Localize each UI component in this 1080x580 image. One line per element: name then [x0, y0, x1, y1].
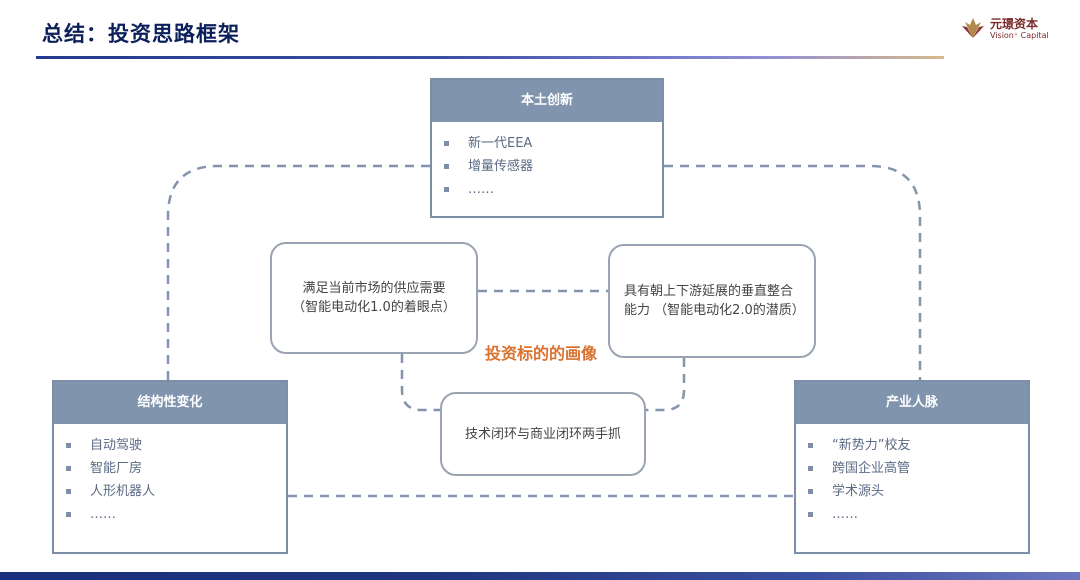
logo-name-en: Vision⁺ Capital	[990, 31, 1049, 40]
list-item: 跨国企业高管	[806, 457, 1028, 480]
list-item: 学术源头	[806, 480, 1028, 503]
bullet-icon	[66, 489, 71, 494]
portrait-current-supply: 满足当前市场的供应需要（智能电动化1.0的着眼点）	[270, 242, 478, 354]
title-underline	[36, 56, 944, 59]
connector-top-left	[166, 164, 430, 380]
box-title: 产业人脉	[796, 382, 1028, 424]
box-title: 结构性变化	[54, 382, 286, 424]
list-item: 人形机器人	[64, 480, 286, 503]
list-item: 新一代EEA	[442, 132, 662, 155]
logo: 元璟资本 Vision⁺ Capital	[960, 14, 1060, 44]
item-list: 自动驾驶 智能厂房 人形机器人 ……	[54, 424, 286, 526]
connector-inner-left	[400, 354, 440, 412]
list-item: ……	[442, 178, 662, 201]
box-title: 本土创新	[432, 80, 662, 122]
bullet-icon	[66, 512, 71, 517]
bullet-icon	[66, 466, 71, 471]
list-item: ……	[806, 503, 1028, 526]
box-industry-network: 产业人脉 “新势力”校友 跨国企业高管 学术源头 ……	[794, 380, 1030, 554]
list-item: 智能厂房	[64, 457, 286, 480]
portrait-dual-loop: 技术闭环与商业闭环两手抓	[440, 392, 646, 476]
list-item: ……	[64, 503, 286, 526]
bullet-icon	[66, 443, 71, 448]
bullet-icon	[444, 187, 449, 192]
portrait-vertical-integration: 具有朝上下游延展的垂直整合能力 （智能电动化2.0的潜质）	[608, 244, 816, 358]
portrait-dual-loop-text: 技术闭环与商业闭环两手抓	[464, 426, 621, 442]
bullet-icon	[808, 489, 813, 494]
list-item: “新势力”校友	[806, 434, 1028, 457]
list-item: 自动驾驶	[64, 434, 286, 457]
portrait-current-supply-text: 满足当前市场的供应需要（智能电动化1.0的着眼点）	[292, 281, 456, 315]
bullet-icon	[444, 141, 449, 146]
logo-emblem-icon	[962, 18, 984, 38]
connector-top-right	[664, 164, 922, 380]
box-local-innovation: 本土创新 新一代EEA 增量传感器 ……	[430, 78, 664, 218]
bullet-icon	[808, 512, 813, 517]
logo-name-cn: 元璟资本	[990, 17, 1039, 31]
portrait-label: 投资标的的画像	[484, 344, 597, 363]
bullet-icon	[808, 443, 813, 448]
item-list: “新势力”校友 跨国企业高管 学术源头 ……	[796, 424, 1028, 526]
footer-strip	[0, 572, 1080, 580]
bullet-icon	[444, 164, 449, 169]
connector-inner-right	[646, 358, 686, 412]
item-list: 新一代EEA 增量传感器 ……	[432, 122, 662, 201]
bullet-icon	[808, 466, 813, 471]
portrait-vertical-integration-text: 具有朝上下游延展的垂直整合能力 （智能电动化2.0的潜质）	[624, 284, 805, 318]
page-title: 总结：投资思路框架	[42, 22, 240, 46]
list-item: 增量传感器	[442, 155, 662, 178]
box-structural-change: 结构性变化 自动驾驶 智能厂房 人形机器人 ……	[52, 380, 288, 554]
